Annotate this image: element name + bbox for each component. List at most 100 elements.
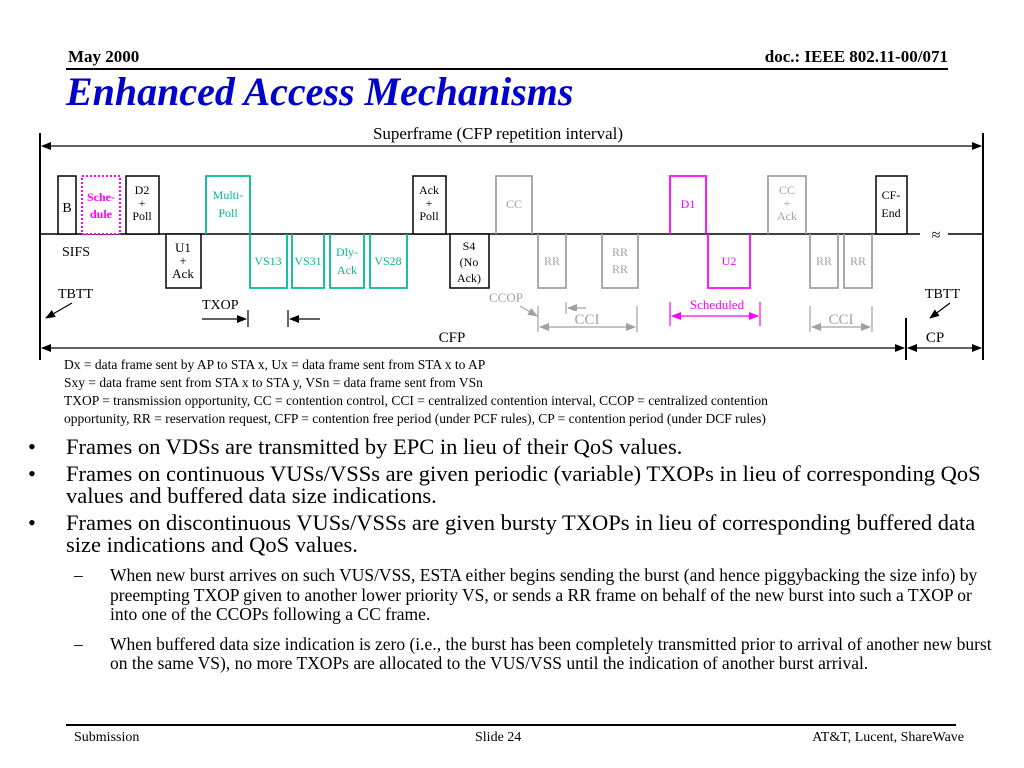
frame-s4-no-ack: S4 (No Ack) xyxy=(449,233,490,289)
tbtt-left-arrow xyxy=(45,302,73,319)
bullet-marker: • xyxy=(28,461,36,486)
svg-text:U2: U2 xyxy=(722,254,737,268)
cci-2-label: CCI xyxy=(828,312,853,328)
timeline-break-mark: ≈ xyxy=(932,227,941,244)
footer-submission: Submission xyxy=(74,730,140,745)
frame-vs28: VS28 xyxy=(369,234,408,289)
bullet-text: Frames on discontinuous VUSs/VSSs are gi… xyxy=(66,510,976,557)
frame-d1: D1 xyxy=(669,175,707,234)
svg-text:Poll: Poll xyxy=(419,209,439,223)
svg-text:Sche-: Sche- xyxy=(87,190,115,204)
frame-beacon: B xyxy=(57,175,77,235)
slide-title: Enhanced Access Mechanisms xyxy=(66,69,574,114)
superframe-timing-diagram: Superframe (CFP repetition interval) ≈ B… xyxy=(39,124,984,360)
frame-schedule: Sche- dule xyxy=(81,175,121,235)
frame-ack-poll: Ack + Poll xyxy=(412,175,447,235)
frame-u1-ack: U1 + Ack xyxy=(165,233,202,289)
bullet-item: • Frames on continuous VUSs/VSSs are giv… xyxy=(28,461,1003,508)
svg-text:D2: D2 xyxy=(135,183,150,197)
frame-dly-ack: Dly- Ack xyxy=(329,234,365,289)
svg-text:RR: RR xyxy=(544,254,560,268)
svg-text:VS28: VS28 xyxy=(374,254,401,268)
svg-text:RR: RR xyxy=(850,254,866,268)
svg-text:+: + xyxy=(426,196,433,210)
legend-line: Sxy = data frame sent from STA x to STA … xyxy=(64,375,483,390)
tbtt-right-arrow xyxy=(929,302,951,319)
frame-rr-2: RR RR xyxy=(601,234,639,289)
header-date: May 2000 xyxy=(68,47,140,66)
sub-bullet-item: – When new burst arrives on such VUS/VSS… xyxy=(66,565,1003,625)
frame-vs31: VS31 xyxy=(291,234,325,289)
svg-text:Ack: Ack xyxy=(419,183,439,197)
bullet-marker: • xyxy=(28,510,36,535)
svg-text:Ack: Ack xyxy=(777,209,797,223)
svg-text:End: End xyxy=(881,206,900,220)
frame-multi-poll: Multi- Poll xyxy=(205,175,251,234)
tbtt-left-label: TBTT xyxy=(58,287,93,302)
legend-line: Dx = data frame sent by AP to STA x, Ux … xyxy=(64,357,486,372)
cci-1-label: CCI xyxy=(574,312,599,328)
header-rule xyxy=(66,68,948,70)
svg-text:Ack): Ack) xyxy=(457,271,481,285)
header-doc-id: doc.: IEEE 802.11-00/071 xyxy=(764,47,948,66)
scheduled-label: Scheduled xyxy=(690,297,745,312)
footer-rule xyxy=(66,724,956,726)
frame-cc-ack: CC + Ack xyxy=(767,175,807,234)
sub-bullet-marker: – xyxy=(74,565,83,585)
bullet-item: • Frames on VDSs are transmitted by EPC … xyxy=(28,434,1003,459)
svg-text:+: + xyxy=(784,196,791,210)
frame-d2-poll: D2 + Poll xyxy=(125,175,160,235)
svg-text:Dly-: Dly- xyxy=(336,245,358,259)
legend-line: opportunity, RR = reservation request, C… xyxy=(64,411,766,426)
diagram-legend: Dx = data frame sent by AP to STA x, Ux … xyxy=(64,356,964,428)
bullet-list: • Frames on VDSs are transmitted by EPC … xyxy=(28,434,1003,684)
bullet-marker: • xyxy=(28,434,36,459)
footer-slide-number: Slide 24 xyxy=(475,730,522,745)
svg-text:S4: S4 xyxy=(463,239,476,253)
frame-u2: U2 xyxy=(707,234,751,289)
bullet-item: • Frames on discontinuous VUSs/VSSs are … xyxy=(28,510,1003,674)
frame-rr-1: RR xyxy=(537,234,567,289)
ccop-label: CCOP xyxy=(489,290,523,305)
bullet-text: Frames on VDSs are transmitted by EPC in… xyxy=(66,434,683,459)
frame-cc: CC xyxy=(495,175,533,234)
frame-vs13: VS13 xyxy=(249,234,288,289)
svg-text:Ack: Ack xyxy=(172,266,194,281)
frame-cf-end: CF- End xyxy=(875,175,908,235)
sub-bullet-text: When new burst arrives on such VUS/VSS, … xyxy=(110,565,978,624)
superframe-label: Superframe (CFP repetition interval) xyxy=(373,124,623,143)
svg-text:+: + xyxy=(179,253,186,268)
svg-text:Ack: Ack xyxy=(337,263,357,277)
svg-text:RR: RR xyxy=(612,262,628,276)
svg-text:CF-: CF- xyxy=(882,188,901,202)
tbtt-right-label: TBTT xyxy=(925,287,960,302)
sifs-label: SIFS xyxy=(62,245,90,260)
svg-text:RR: RR xyxy=(612,245,628,259)
cp-label: CP xyxy=(926,330,944,346)
svg-text:Poll: Poll xyxy=(218,206,238,220)
svg-text:CC: CC xyxy=(506,197,522,211)
svg-text:Poll: Poll xyxy=(132,209,152,223)
footer-authors: AT&T, Lucent, ShareWave xyxy=(812,730,964,745)
svg-text:dule: dule xyxy=(90,207,113,221)
svg-text:+: + xyxy=(139,196,146,210)
txop-label: TXOP xyxy=(202,298,239,313)
frame-rr-3: RR xyxy=(809,234,839,289)
svg-text:D1: D1 xyxy=(681,197,696,211)
svg-text:VS13: VS13 xyxy=(254,254,281,268)
svg-text:Multi-: Multi- xyxy=(213,188,244,202)
sub-bullet-list: – When new burst arrives on such VUS/VSS… xyxy=(66,565,1003,674)
svg-text:B: B xyxy=(62,201,71,216)
svg-text:VS31: VS31 xyxy=(294,254,321,268)
cfp-label: CFP xyxy=(439,330,466,346)
svg-text:CC: CC xyxy=(779,183,795,197)
sub-bullet-item: – When buffered data size indication is … xyxy=(66,633,1003,674)
sub-bullet-marker: – xyxy=(74,633,83,654)
frame-rr-4: RR xyxy=(843,234,873,289)
svg-text:(No: (No xyxy=(460,255,479,269)
bullet-text: Frames on continuous VUSs/VSSs are given… xyxy=(66,461,981,508)
svg-text:RR: RR xyxy=(816,254,832,268)
legend-line: TXOP = transmission opportunity, CC = co… xyxy=(64,393,768,408)
svg-text:U1: U1 xyxy=(175,240,191,255)
sub-bullet-text: When buffered data size indication is ze… xyxy=(110,633,992,673)
